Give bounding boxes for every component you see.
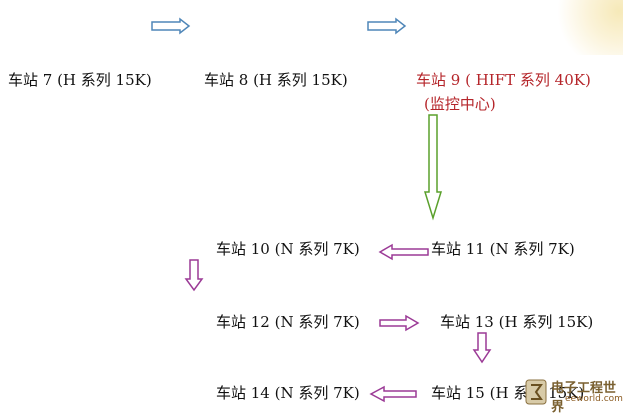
watermark-site: eeworld.com.cn xyxy=(565,394,623,404)
station-12: 车站 12 (N 系列 7K) xyxy=(216,313,360,331)
watermark-logo-icon xyxy=(525,379,547,405)
arrow-s7-s8 xyxy=(151,17,191,35)
watermark-title: 电子工程世界 xyxy=(551,381,617,415)
station-9-role: (监控中心) xyxy=(424,95,496,113)
station-11: 车站 11 (N 系列 7K) xyxy=(431,240,575,258)
watermark: 电子工程世界 eeworld.com.cn xyxy=(525,377,623,415)
arrow-s8-s9 xyxy=(367,17,407,35)
arrow-s15-s14 xyxy=(369,385,417,403)
arrow-s10-s12 xyxy=(184,259,204,292)
arrow-s9-s11 xyxy=(423,114,443,221)
station-10: 车站 10 (N 系列 7K) xyxy=(216,240,360,258)
arrow-s13-s15 xyxy=(472,332,492,364)
station-13: 车站 13 (H 系列 15K) xyxy=(440,313,594,331)
arrow-s11-s10 xyxy=(378,243,429,261)
station-14: 车站 14 (N 系列 7K) xyxy=(216,384,360,402)
arrow-s12-s13 xyxy=(379,314,420,332)
station-8: 车站 8 (H 系列 15K) xyxy=(204,71,348,89)
station-9: 车站 9 ( HIFT 系列 40K) xyxy=(416,71,591,89)
corner-decoration xyxy=(543,0,623,55)
station-7: 车站 7 (H 系列 15K) xyxy=(8,71,152,89)
